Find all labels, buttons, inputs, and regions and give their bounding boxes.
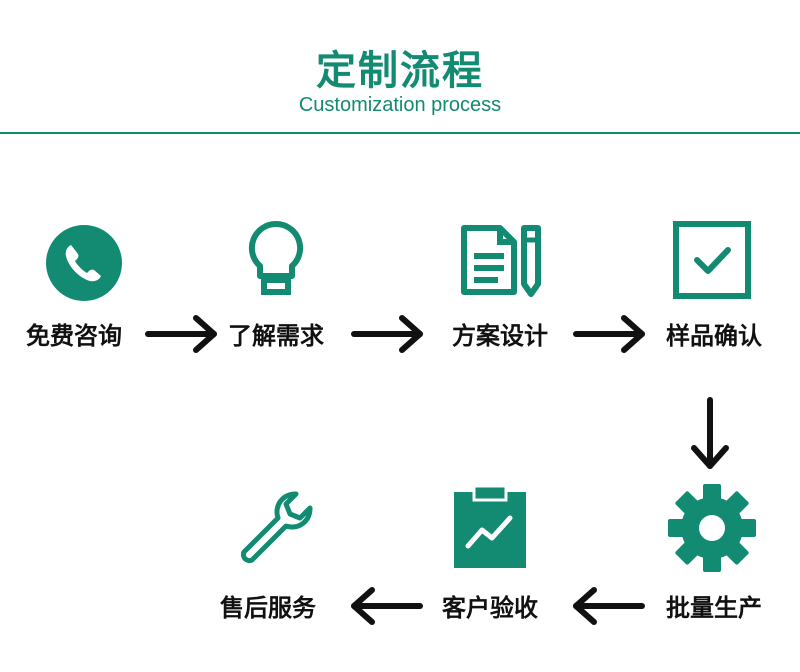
clipboard-chart-icon [454,484,526,568]
gear-icon [668,484,756,572]
header-divider [0,132,800,134]
step-label-consult: 免费咨询 [26,322,122,350]
arrow-right-icon [351,315,423,353]
lightbulb-icon [248,220,304,295]
arrow-left-icon [573,587,645,625]
arrow-right-icon [573,315,645,353]
step-label-design: 方案设计 [452,322,548,350]
arrow-right-icon [145,315,217,353]
arrow-left-icon [351,587,423,625]
wrench-icon [240,491,313,564]
page-subtitle: Customization process [298,94,502,116]
step-label-production: 批量生产 [666,594,762,622]
step-label-requirements: 了解需求 [228,322,324,350]
document-pen-icon [461,225,541,297]
step-label-sample: 样品确认 [666,322,762,350]
checkbox-icon [673,221,751,299]
page-title: 定制流程 [316,48,484,94]
arrow-down-icon [691,397,729,469]
phone-icon [46,225,122,301]
step-label-acceptance: 客户验收 [442,594,538,622]
step-label-after-sales: 售后服务 [220,594,316,622]
